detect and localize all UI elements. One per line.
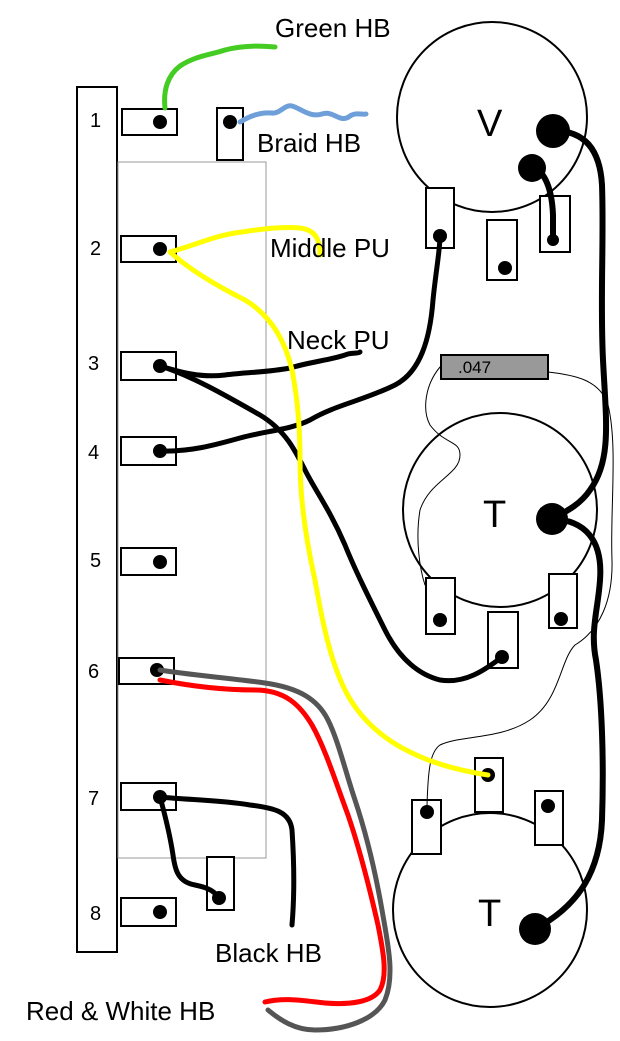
capacitor: .047 (417, 354, 614, 807)
capacitor-body (440, 354, 549, 380)
tone-pot-2: T (392, 757, 588, 1008)
tone-pot-2-lug-right (534, 790, 564, 846)
switch-position-7: 7 (88, 788, 99, 810)
capacitor-lead-left (417, 366, 461, 586)
volume-pot: V (396, 21, 588, 281)
switch-position-1: 1 (90, 110, 101, 132)
black-wire-tone-ground (532, 516, 606, 932)
label-neck-pu: Neck PU (287, 325, 390, 355)
gray-wire (157, 667, 393, 1033)
tone-pot-1: T (402, 412, 598, 669)
switch-position-4: 4 (88, 442, 99, 464)
yellow-wire (167, 224, 491, 778)
wires (157, 43, 610, 1033)
tone-pot-2-lug-left (411, 799, 442, 855)
switch-lug-2 (120, 235, 177, 263)
switch-lug-8 (120, 897, 177, 927)
label-braid-hb: Braid HB (257, 128, 361, 158)
switch-position-2: 2 (90, 238, 101, 260)
black-wire-switch3-to-tone (157, 363, 505, 684)
black-wire-volume-lug (529, 165, 556, 243)
black-wire-volume-loop (549, 127, 610, 522)
tone-pot-1-lug-right (548, 573, 578, 629)
tone-pot-1-lug-left (425, 577, 456, 635)
label-green-hb: Green HB (275, 13, 391, 43)
label-black-hb: Black HB (215, 938, 322, 968)
tone-pot-1-label: T (483, 494, 506, 536)
switch-lug-1b (216, 107, 244, 161)
label-red-white-hb: Red & White HB (26, 996, 215, 1026)
braid-wire (237, 103, 369, 125)
switch-lug-5 (120, 547, 177, 576)
switch-lug-7b (206, 856, 235, 911)
capacitor-value: .047 (458, 358, 491, 377)
switch-position-8: 8 (90, 903, 101, 925)
selector-switch: 1 2 3 4 5 6 7 8 (76, 86, 267, 953)
switch-frame (76, 86, 118, 953)
black-wire-switch7 (157, 794, 222, 901)
black-wire-switch4-to-volume (157, 233, 443, 454)
label-middle-pu: Middle PU (270, 233, 390, 263)
capacitor-lead-right (426, 371, 614, 807)
switch-wafer (117, 161, 267, 859)
tone-pot-2-label: T (478, 893, 501, 935)
tone-pot-1-lug-center (487, 611, 519, 669)
black-wire-black-hb (157, 794, 297, 928)
volume-pot-label: V (477, 103, 503, 145)
red-wire (157, 677, 387, 1007)
switch-lug-1 (121, 108, 178, 136)
green-wire (162, 43, 278, 111)
volume-pot-lug-center (486, 219, 518, 281)
switch-position-6: 6 (88, 661, 99, 683)
tone-pot-2-lug-center (474, 757, 504, 813)
switch-position-3: 3 (88, 353, 99, 375)
switch-position-5: 5 (90, 550, 101, 572)
